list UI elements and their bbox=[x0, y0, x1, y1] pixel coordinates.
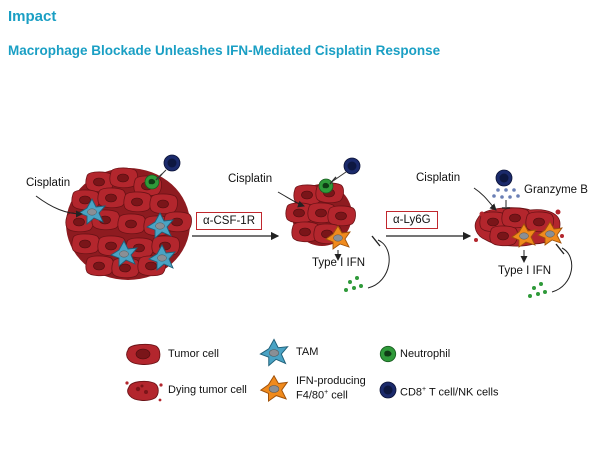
panel3-cisplatin-arrow bbox=[473, 187, 497, 211]
panel2-tcell-icon bbox=[343, 157, 361, 175]
legend-dying-tumor-cell: Dying tumor cell bbox=[124, 376, 254, 404]
panel2-neutrophil-icon bbox=[318, 178, 334, 194]
legend-tam-label: TAM bbox=[296, 346, 319, 358]
panel3-ifn-label: Type I IFN bbox=[498, 265, 552, 277]
legend-tcell-label: CD8+ T cell/NK cells bbox=[400, 384, 498, 399]
figure-title: Impact bbox=[8, 8, 57, 25]
panel2-feedback-line bbox=[367, 239, 390, 289]
panel3-cisplatin-label: Cisplatin bbox=[416, 172, 461, 184]
ifn-producing-cell-icon bbox=[260, 375, 288, 402]
anti-csf1r-treatment-box: α-CSF-1R bbox=[196, 212, 263, 230]
dying-tumor-cell-icon bbox=[125, 380, 163, 402]
legend-dying-tumor-cell-label: Dying tumor cell bbox=[168, 384, 247, 396]
legend-ifn-line2: F4/80 bbox=[296, 389, 325, 402]
anti-ly6g-treatment-box: α-Ly6G bbox=[386, 211, 438, 229]
panel2-cisplatin-label: Cisplatin bbox=[228, 173, 273, 185]
tumor-cell-icon bbox=[126, 343, 161, 365]
legend-neutrophil: Neutrophil bbox=[376, 340, 486, 368]
legend-cd8-suffix: T cell/NK cells bbox=[426, 386, 499, 399]
legend-tumor-cell-label: Tumor cell bbox=[168, 348, 219, 360]
figure-subtitle: Macrophage Blockade Unleashes IFN-Mediat… bbox=[8, 43, 441, 58]
legend-neutrophil-label: Neutrophil bbox=[400, 348, 451, 360]
legend-ifn-suffix: cell bbox=[328, 389, 348, 402]
legend-ifn-sup: + bbox=[324, 389, 329, 396]
legend-ifn-line1: IFN-producing bbox=[296, 375, 366, 387]
legend-ifn-cell-label: IFN-producing F4/80+ cell bbox=[296, 375, 366, 402]
panel2-tumor-mass bbox=[285, 157, 361, 250]
panel3-ifn-dots bbox=[528, 282, 547, 298]
legend-cd8-prefix: CD8 bbox=[400, 386, 423, 399]
panel3-tumor-mass bbox=[474, 169, 564, 248]
legend-tcell: CD8+ T cell/NK cells bbox=[376, 376, 536, 404]
panel3-granzyme-label: Granzyme B bbox=[524, 184, 588, 196]
legend-tam: TAM bbox=[256, 338, 346, 367]
panel3-feedback-line bbox=[551, 247, 573, 293]
panel1-cisplatin-arrow bbox=[35, 195, 83, 218]
panel1-cisplatin-label: Cisplatin bbox=[26, 177, 71, 189]
panel1-tumor-mass bbox=[65, 154, 192, 280]
panel3-granzyme-dots bbox=[492, 188, 520, 199]
legend-ifn-cell: IFN-producing F4/80+ cell bbox=[256, 374, 386, 402]
panel2-ifn-dots bbox=[344, 276, 363, 292]
panel1-tcell-icon bbox=[163, 154, 181, 172]
panel2-ifn-label: Type I IFN bbox=[312, 257, 366, 269]
legend-cd8-sup: + bbox=[422, 386, 427, 393]
panel1-neutrophil-icon bbox=[144, 174, 160, 190]
tam-icon bbox=[259, 338, 289, 367]
legend-tumor-cell: Tumor cell bbox=[124, 340, 234, 368]
panel3-tcell-icon bbox=[495, 169, 513, 187]
panel2-cisplatin-arrow bbox=[277, 191, 305, 208]
